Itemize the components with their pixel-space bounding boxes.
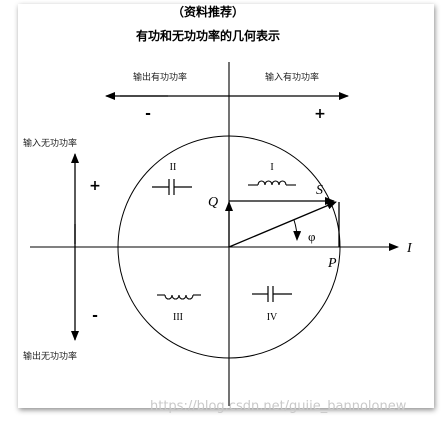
- power-circle: [117, 135, 341, 359]
- Q-label: Q: [208, 195, 218, 210]
- cut-title: （资料推荐）: [172, 4, 244, 19]
- phi-angle-arc: [293, 219, 302, 241]
- plus-horizontal: +: [314, 106, 326, 122]
- S-label: S: [316, 183, 323, 198]
- capacitor-icon-q2: [152, 179, 192, 195]
- quadrant-3-label: III: [173, 312, 183, 323]
- plus-vertical: +: [89, 178, 101, 194]
- minus-horizontal: -: [145, 106, 151, 122]
- apparent-power-vector-S: [228, 201, 337, 248]
- P-label: P: [327, 256, 337, 271]
- diagram-frame: （资料推荐） 有功和无功功率的几何表示 输出有功功率 输入有功功率 - + 输入…: [18, 4, 434, 408]
- power-diagram: （资料推荐） 有功和无功功率的几何表示 输出有功功率 输入有功功率 - + 输入…: [23, 4, 413, 406]
- capacitor-icon-q4: [252, 286, 292, 302]
- input-reactive-label: 输入无功功率: [23, 137, 77, 149]
- input-active-label: 输入有功功率: [265, 71, 319, 83]
- watermark: https://blog.csdn.net/guiie_bannolonew: [150, 399, 407, 414]
- output-active-label: 输出有功功率: [133, 71, 187, 83]
- phi-label: φ: [308, 229, 316, 244]
- current-axis-label: I: [406, 241, 413, 256]
- diagram-title: 有功和无功功率的几何表示: [136, 28, 280, 43]
- inductor-icon-q1: [248, 180, 296, 186]
- quadrant-1-label: I: [270, 162, 273, 173]
- inductor-icon-q3: [157, 294, 201, 300]
- output-reactive-label: 输出无功功率: [23, 350, 77, 362]
- quadrant-2-label: II: [170, 162, 177, 173]
- minus-vertical: -: [92, 308, 98, 324]
- quadrant-4-label: IV: [267, 312, 278, 323]
